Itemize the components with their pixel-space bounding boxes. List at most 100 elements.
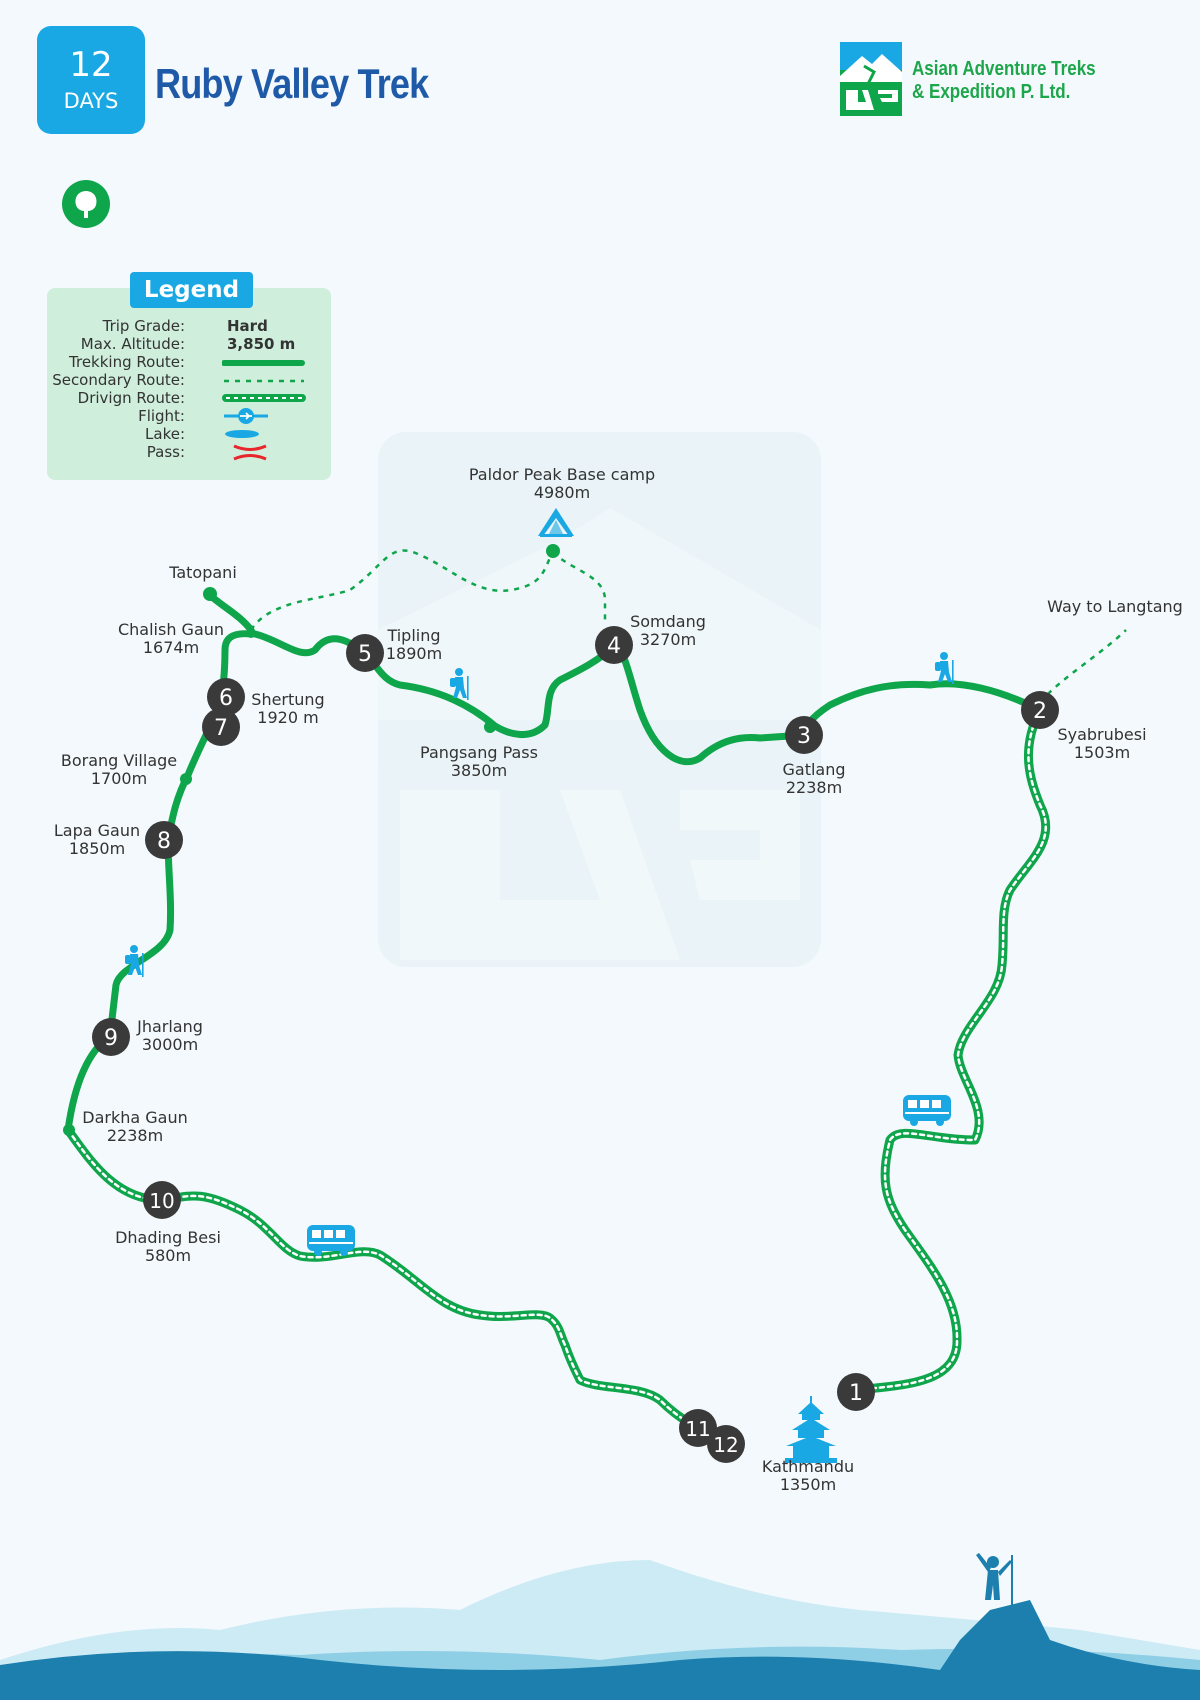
pangsang-alt: 3850m xyxy=(451,761,507,780)
waypoint-dots xyxy=(63,544,560,1136)
stop-number: 7 xyxy=(214,716,228,741)
stop-number: 10 xyxy=(149,1189,174,1213)
dhading-name: Dhading Besi xyxy=(115,1228,221,1247)
stop-number: 5 xyxy=(358,642,372,667)
borang-dot xyxy=(180,773,192,785)
jharlang-alt: 3000m xyxy=(142,1035,198,1054)
temple-icon xyxy=(785,1396,837,1463)
legend-key: Lake: xyxy=(145,425,185,443)
legend-row-driving-route: Drivign Route: xyxy=(47,389,331,407)
legend-row-pass: Pass: xyxy=(47,443,331,461)
hiker-icon xyxy=(450,668,469,700)
legend-key: Secondary Route: xyxy=(52,371,185,389)
gatlang-alt: 2238m xyxy=(786,778,842,797)
lapa-name: Lapa Gaun xyxy=(54,821,140,840)
tatopani-name: Tatopani xyxy=(168,563,237,582)
stop-marker-10[interactable]: 10 xyxy=(143,1181,181,1219)
days-number: 12 xyxy=(69,45,113,85)
kathmandu-alt: 1350m xyxy=(780,1475,836,1494)
legend-key: Drivign Route: xyxy=(77,389,185,407)
tent-icon xyxy=(538,508,574,537)
mountain-silhouette xyxy=(0,1560,1200,1700)
stop-number: 6 xyxy=(219,686,233,711)
shertung-name: Shertung xyxy=(251,690,324,709)
days-badge: 12 DAYS xyxy=(37,26,145,134)
watermark-logo xyxy=(378,432,821,967)
stop-number: 9 xyxy=(104,1026,118,1051)
legend-key: Trip Grade: xyxy=(102,317,185,335)
pangsang-name: Pangsang Pass xyxy=(420,743,538,762)
stop-number: 1 xyxy=(849,1381,863,1406)
stop-number: 12 xyxy=(713,1433,738,1457)
company-logo xyxy=(840,42,902,116)
legend-row-max-altitude: Max. Altitude: 3,850 m xyxy=(47,335,331,353)
tree-icon xyxy=(62,180,110,228)
darkha-dot xyxy=(63,1124,75,1136)
dhading-alt: 580m xyxy=(145,1246,191,1265)
company-name: Asian Adventure Treks & Expedition P. Lt… xyxy=(912,58,1096,104)
gatlang-name: Gatlang xyxy=(782,760,845,779)
legend-row-secondary-route: Secondary Route: xyxy=(47,371,331,389)
flight-symbol xyxy=(224,408,268,424)
stop-number: 4 xyxy=(607,634,621,659)
stop-number: 2 xyxy=(1033,699,1047,724)
legend-value: 3,850 m xyxy=(227,335,296,353)
jharlang-name: Jharlang xyxy=(136,1017,203,1036)
stop-marker-4[interactable]: 4 xyxy=(595,626,633,664)
legend-panel xyxy=(47,288,331,480)
stop-marker-6[interactable]: 6 xyxy=(207,678,245,716)
stop-marker-5[interactable]: 5 xyxy=(346,634,384,672)
legend-key: Pass: xyxy=(146,443,185,461)
stop-marker-12[interactable]: 12 xyxy=(707,1425,745,1463)
legend-key: Max. Altitude: xyxy=(80,335,185,353)
darkha-alt: 2238m xyxy=(107,1126,163,1145)
legend-value: Hard xyxy=(227,317,268,335)
legend-row-flight: Flight: xyxy=(47,407,331,425)
pass-symbol xyxy=(233,444,267,461)
driving-routes xyxy=(63,705,1051,1449)
stop-marker-11[interactable]: 11 xyxy=(679,1409,717,1447)
pangsang-dot xyxy=(484,721,496,733)
tipling-alt: 1890m xyxy=(386,644,442,663)
bus-icon xyxy=(307,1225,355,1256)
syabrubesi-name: Syabrubesi xyxy=(1057,725,1146,744)
darkha-name: Darkha Gaun xyxy=(82,1108,187,1127)
stop-marker-9[interactable]: 9 xyxy=(92,1018,130,1056)
somdang-alt: 3270m xyxy=(640,630,696,649)
trekking-route-symbol xyxy=(222,360,305,366)
borang-name: Borang Village xyxy=(61,751,177,770)
stop-number: 3 xyxy=(797,724,811,749)
chalish-name: Chalish Gaun xyxy=(118,620,224,639)
tatopani-dot xyxy=(203,587,217,601)
lapa-alt: 1850m xyxy=(69,839,125,858)
borang-alt: 1700m xyxy=(91,769,147,788)
page-title: Ruby Valley Trek xyxy=(155,60,429,107)
chalish-dot xyxy=(246,628,256,638)
legend-key: Flight: xyxy=(138,407,185,425)
lake-symbol xyxy=(225,430,259,438)
stop-marker-3[interactable]: 3 xyxy=(785,716,823,754)
company-branding: Asian Adventure Treks & Expedition P. Lt… xyxy=(840,42,1130,120)
legend-key: Trekking Route: xyxy=(69,353,185,371)
chalish-alt: 1674m xyxy=(143,638,199,657)
somdang-name: Somdang xyxy=(630,612,706,631)
stop-marker-2[interactable]: 2 xyxy=(1021,691,1059,729)
bus-icon xyxy=(903,1095,951,1126)
hiker-icon xyxy=(125,945,144,977)
climber-icon xyxy=(976,1553,1013,1605)
stop-marker-1[interactable]: 1 xyxy=(837,1373,875,1411)
legend-row-lake: Lake: xyxy=(47,425,331,443)
legend-row-trip-grade: Trip Grade: Hard xyxy=(47,317,331,335)
stop-marker-8[interactable]: 8 xyxy=(145,821,183,859)
secondary-route-symbol xyxy=(224,379,304,383)
stop-marker-7[interactable]: 7 xyxy=(202,708,240,746)
paldor-alt: 4980m xyxy=(534,483,590,502)
langtang-name: Way to Langtang xyxy=(1047,597,1183,616)
hiker-icon xyxy=(935,652,954,684)
tipling-name: Tipling xyxy=(386,626,440,645)
driving-route-symbol xyxy=(222,394,306,402)
legend-row-trekking-route: Trekking Route: xyxy=(47,353,331,371)
shertung-alt: 1920 m xyxy=(257,708,318,727)
place-labels: Syabrubesi 1503m Gatlang 2238m Somdang 3… xyxy=(54,465,1183,1494)
